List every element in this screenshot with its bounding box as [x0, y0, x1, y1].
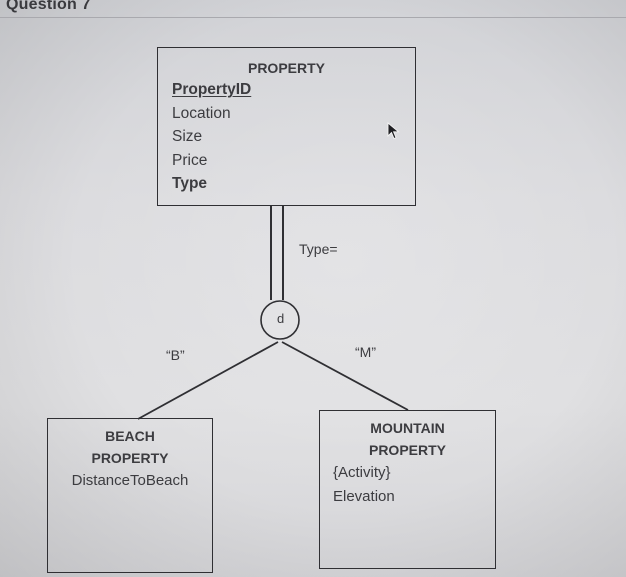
entity-name-property: PROPERTY [247, 60, 325, 76]
attribute-type: Type [172, 175, 208, 192]
discriminator-label: Type= [299, 241, 338, 257]
title-divider [0, 17, 626, 18]
attribute-activity: {Activity} [333, 464, 391, 481]
discriminator-value-mountain: “M” [355, 344, 376, 360]
attribute-size: Size [172, 128, 203, 145]
attribute-property-id: PropertyID [172, 81, 252, 98]
disjoint-circle [260, 300, 300, 340]
attribute-elevation: Elevation [333, 487, 395, 505]
specialization-symbol: d [277, 311, 285, 326]
branch-to-mountain [281, 341, 409, 411]
entity-property: PROPERTY PropertyID Location Size Price … [157, 47, 416, 206]
attribute-list-property: PropertyID Location Size Price Type [158, 78, 415, 196]
branch-to-beach [137, 341, 279, 420]
attribute-list-mountain: {Activity} Elevation [320, 461, 495, 508]
entity-name-beach-line2: PROPERTY [91, 450, 169, 466]
entity-beach-property: BEACH PROPERTY DistanceToBeach [47, 418, 213, 573]
entity-name-mountain-line1: MOUNTAIN [370, 420, 445, 436]
question-title: Question 7 [6, 0, 91, 13]
entity-name-mountain-line2: PROPERTY [368, 442, 446, 458]
attribute-price: Price [172, 151, 208, 169]
discriminator-value-beach: “B” [166, 347, 185, 363]
attribute-distance-to-beach: DistanceToBeach [71, 472, 189, 489]
mouse-cursor-icon [387, 122, 401, 145]
attribute-location: Location [172, 104, 231, 122]
entity-mountain-property: MOUNTAIN PROPERTY {Activity} Elevation [319, 410, 496, 569]
entity-name-beach-line1: BEACH [105, 428, 155, 444]
